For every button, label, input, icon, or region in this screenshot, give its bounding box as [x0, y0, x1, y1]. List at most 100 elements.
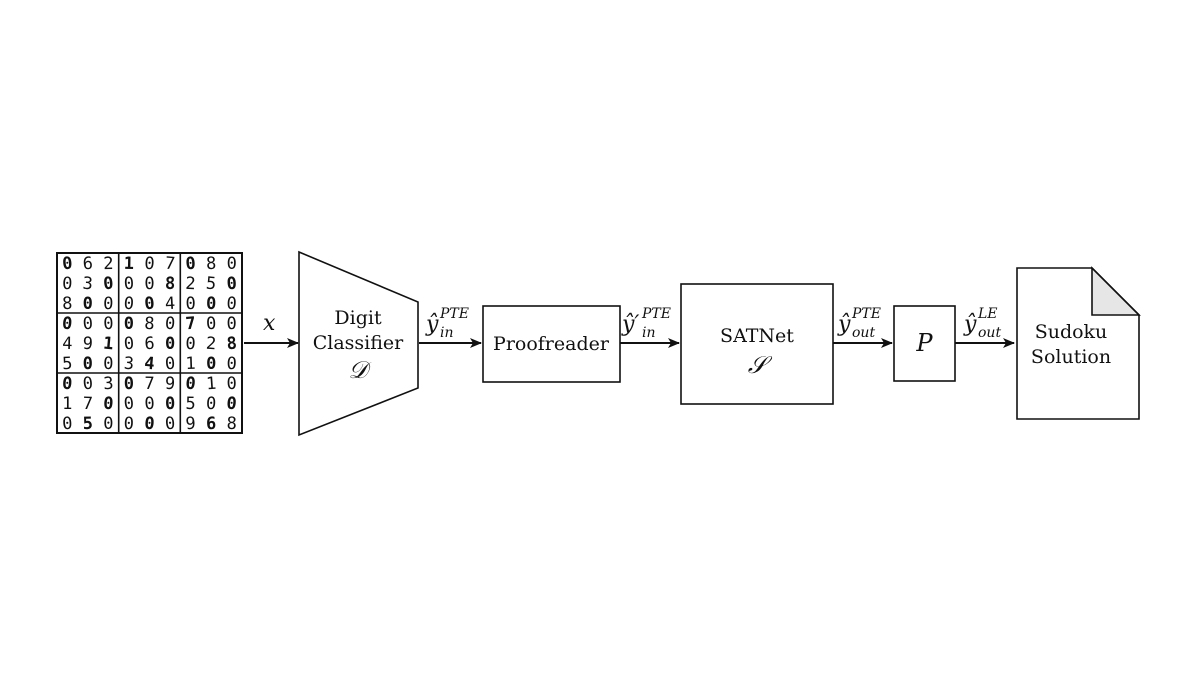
grid-digit: 0	[103, 274, 115, 295]
grid-digit: 5	[185, 394, 196, 414]
grid-digit: 4	[62, 334, 73, 354]
grid-digit: 0	[165, 334, 175, 354]
grid-digit: 9	[164, 374, 175, 395]
y-out-pte-label: ŷ out PTE	[837, 306, 881, 341]
grid-digit: 0	[83, 294, 93, 314]
grid-digit: 0	[123, 414, 134, 434]
grid-digit: 0	[103, 314, 114, 334]
grid-digit: 0	[82, 374, 94, 395]
grid-digit: 8	[62, 294, 73, 314]
grid-digit: 1	[124, 254, 135, 274]
svg-text:ŷ: ŷ	[963, 312, 977, 337]
grid-digit: 0	[62, 274, 73, 294]
input-label: x	[263, 311, 276, 336]
grid-digit: 9	[82, 334, 93, 355]
svg-text:ŷ′: ŷ′	[621, 312, 639, 337]
grid-digit: 0	[164, 354, 176, 375]
grid-digit: 0	[226, 394, 238, 415]
grid-digit: 9	[185, 414, 196, 435]
grid-digit: 0	[82, 314, 94, 335]
grid-digit: 8	[144, 314, 155, 334]
svg-text:PTE: PTE	[851, 306, 881, 322]
grid-digit: 6	[82, 254, 93, 275]
grid-digit: 3	[82, 274, 94, 295]
grid-digit: 5	[205, 274, 217, 295]
solution-line2: Solution	[1031, 346, 1111, 368]
grid-digit: 5	[82, 414, 93, 434]
grid-digit: 6	[206, 414, 217, 434]
grid-digit: 0	[62, 414, 74, 435]
grid-digit: 0	[226, 314, 237, 334]
svg-text:LE: LE	[977, 306, 998, 322]
grid-digit: 0	[226, 374, 237, 394]
satnet-block: SATNet 𝒮	[680, 283, 834, 405]
grid-digit: 2	[205, 334, 217, 355]
grid-digit: 0	[206, 314, 217, 335]
grid-digit: 3	[103, 374, 114, 395]
grid-digit: 4	[143, 354, 155, 375]
grid-digit: 8	[226, 334, 238, 355]
svg-text:out: out	[978, 325, 1001, 341]
grid-digit: 8	[206, 254, 217, 274]
grid-digit: 0	[206, 354, 216, 374]
grid-digit: 0	[123, 394, 135, 415]
grid-digit: 0	[185, 334, 196, 354]
grid-digit: 0	[144, 414, 156, 435]
satnet-label: SATNet	[720, 325, 794, 347]
grid-digit: 0	[226, 294, 237, 315]
svg-text:in: in	[642, 325, 656, 341]
y-prime-in-pte-label: ŷ′ in PTE	[621, 306, 671, 341]
grid-digit: 2	[185, 274, 196, 295]
grid-digit: 0	[226, 274, 238, 295]
grid-digit: 0	[124, 314, 134, 334]
grid-digit: 7	[82, 394, 93, 414]
grid-digit: 0	[61, 254, 73, 275]
grid-digit: 0	[123, 274, 134, 295]
y-in-pte-label: ŷ in PTE	[425, 306, 469, 341]
grid-digit: 0	[124, 374, 135, 394]
grid-digit: 4	[165, 294, 176, 315]
grid-digit: 0	[61, 374, 73, 395]
solution-line1: Sudoku	[1035, 321, 1108, 343]
grid-digit: 0	[206, 294, 217, 314]
svg-text:PTE: PTE	[439, 306, 469, 322]
grid-digit: 0	[185, 374, 197, 395]
proofreader-block: Proofreader	[482, 305, 621, 383]
proofreader-label: Proofreader	[493, 333, 610, 355]
solution-document: Sudoku Solution	[1016, 266, 1141, 420]
svg-text:out: out	[852, 325, 875, 341]
grid-digit: 0	[61, 314, 73, 335]
grid-digit: 0	[144, 274, 155, 294]
p-block: P	[893, 305, 956, 382]
grid-digit: 0	[103, 414, 113, 434]
p-label: P	[915, 329, 933, 357]
svg-text:in: in	[440, 325, 454, 341]
digit-classifier-block: Digit Classifier 𝒟	[298, 250, 419, 437]
grid-digit: 0	[144, 294, 156, 315]
svg-text:ŷ: ŷ	[425, 312, 439, 337]
grid-digit: 0	[185, 294, 196, 314]
grid-digit: 7	[164, 254, 176, 275]
digit-classifier-line1: Digit	[334, 307, 382, 329]
grid-digit: 1	[62, 394, 72, 414]
grid-digit: 7	[144, 374, 155, 394]
grid-digit: 0	[164, 314, 176, 335]
grid-digit: 6	[144, 334, 155, 354]
grid-digit: 1	[185, 354, 196, 374]
grid-digit: 0	[83, 354, 94, 374]
grid-digit: 0	[123, 334, 135, 355]
grid-digit: 1	[102, 334, 114, 355]
svg-text:ŷ: ŷ	[837, 312, 851, 337]
grid-digit: 0	[123, 294, 135, 315]
grid-digit: 2	[103, 254, 114, 274]
grid-digit: 1	[205, 374, 217, 395]
grid-digit: 0	[103, 394, 115, 415]
svg-text:PTE: PTE	[641, 306, 671, 322]
grid-digit: 8	[165, 274, 176, 294]
grid-digit: 5	[62, 354, 73, 375]
grid-digit: 0	[144, 254, 155, 275]
grid-digit: 0	[227, 254, 237, 274]
grid-digit: 0	[165, 394, 176, 414]
